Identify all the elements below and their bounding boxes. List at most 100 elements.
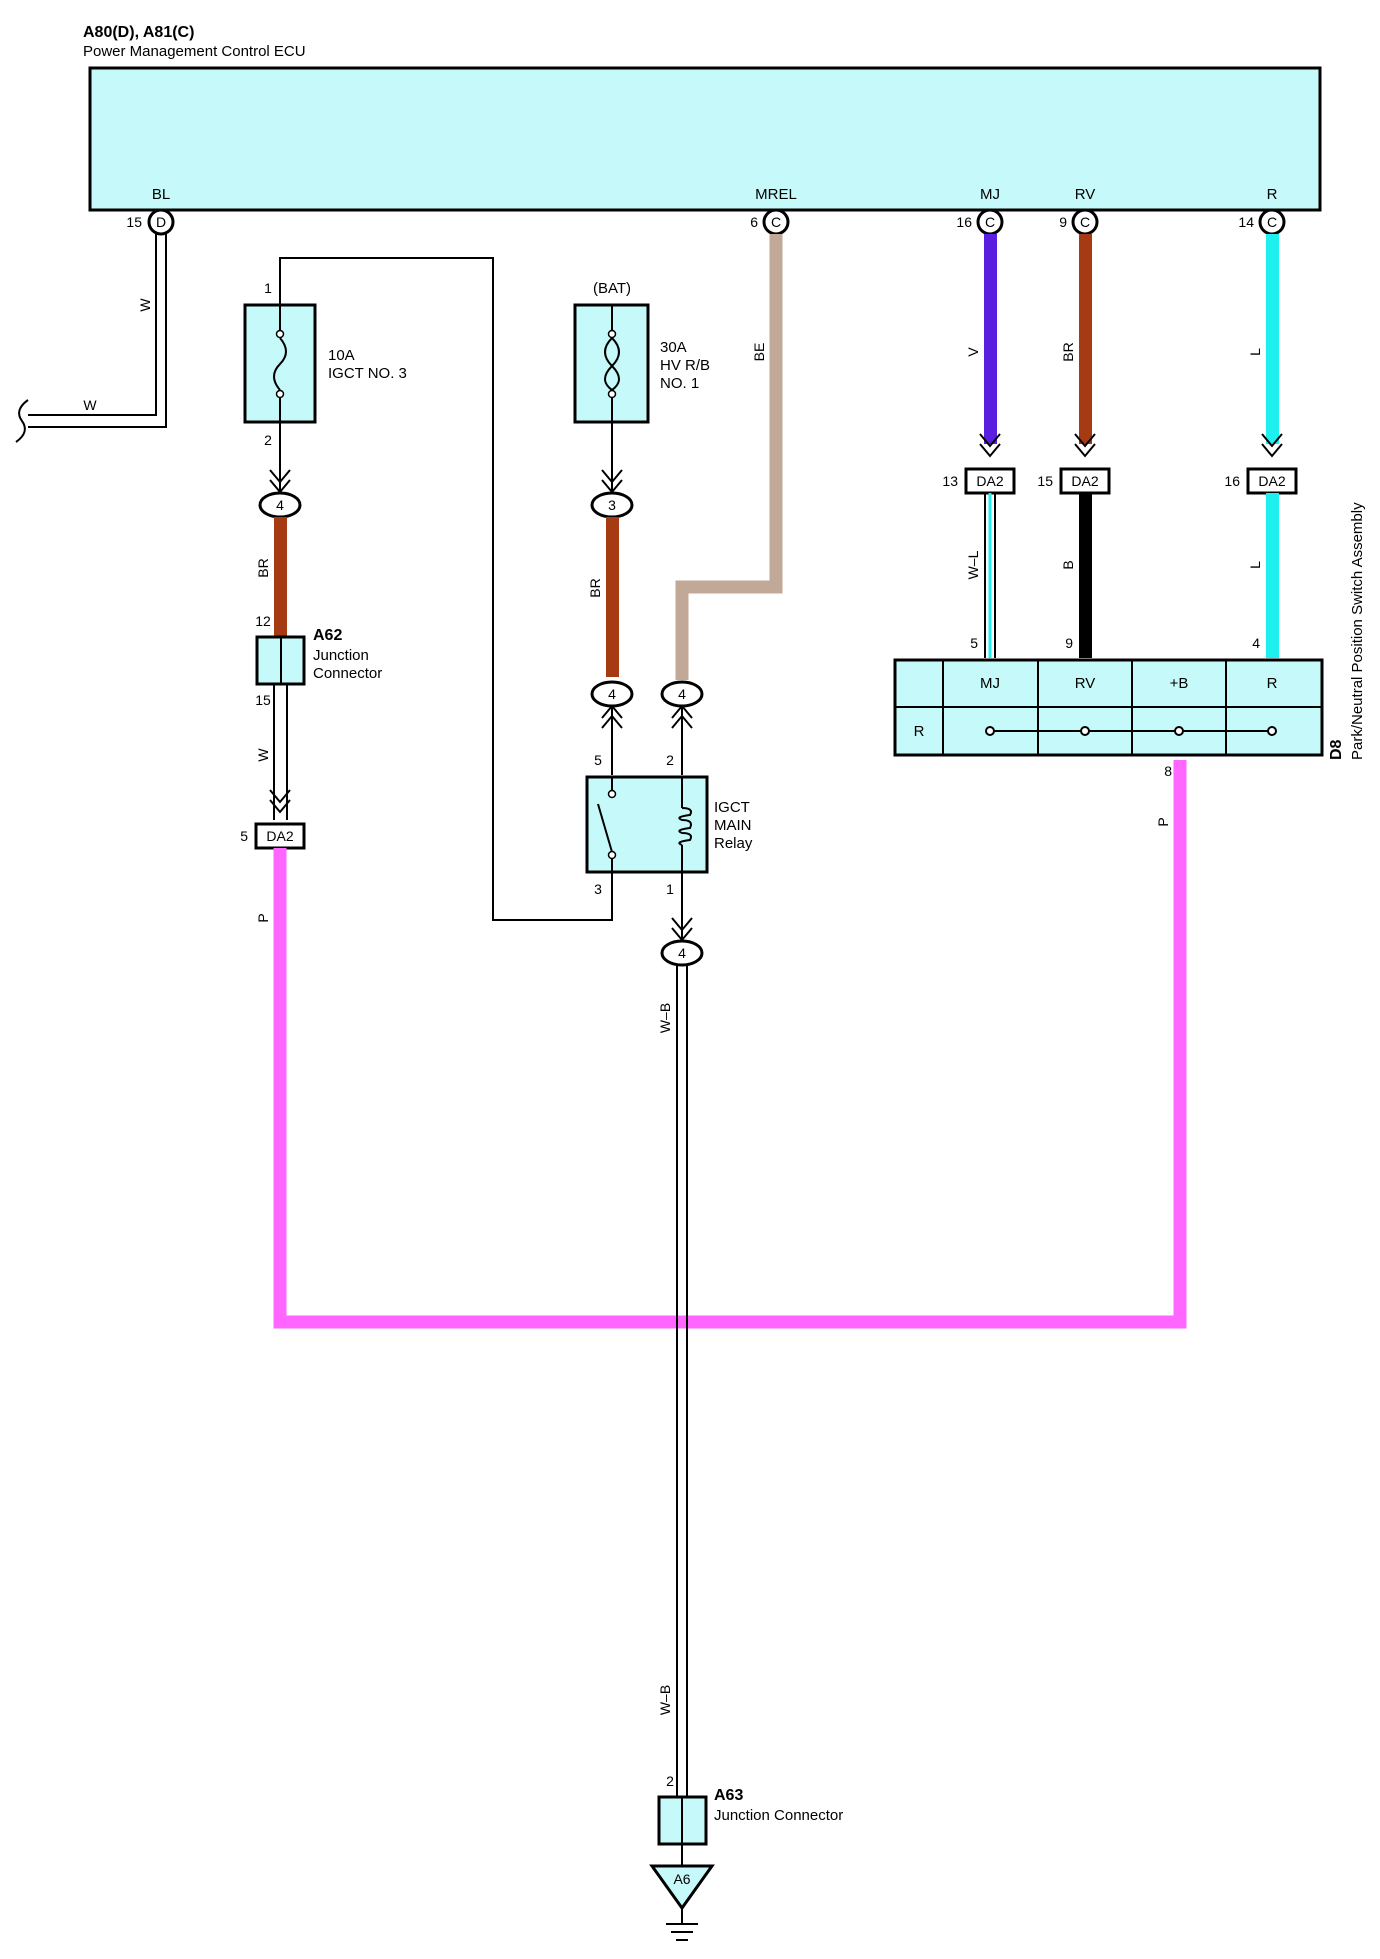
connector-da2-r: DA2 16 <box>1224 467 1298 495</box>
svg-text:4: 4 <box>276 497 284 513</box>
relay-line2: MAIN <box>714 817 752 834</box>
relay-pin-5: 5 <box>594 752 602 768</box>
ecu-pin-mrel-label: MREL <box>755 186 797 203</box>
d8-header-rv: RV <box>1075 675 1096 692</box>
wire-label-b: B <box>1060 560 1076 569</box>
relay-line3: Relay <box>714 835 753 852</box>
wire-br-rv <box>1079 234 1092 444</box>
d8-header-mj: MJ <box>980 675 1000 692</box>
connector-da2-mj: DA2 13 <box>942 467 1016 495</box>
svg-text:16: 16 <box>1224 473 1240 489</box>
svg-text:DA2: DA2 <box>1071 473 1098 489</box>
wire-w-a62-da2 <box>269 684 291 820</box>
a63-code: A63 <box>714 1787 743 1804</box>
a62-pin-in: 12 <box>255 613 271 629</box>
wire-br-fuse-a62 <box>274 517 287 637</box>
a62-code: A62 <box>313 627 342 644</box>
ecu-pin-mj-label: MJ <box>980 186 1000 203</box>
connector-3-fuse-hv: 3 <box>590 491 634 519</box>
relay-pin-1: 1 <box>666 881 674 897</box>
fuse-hv-element-icon <box>604 337 620 391</box>
ground-icon <box>649 1844 715 1941</box>
wire-label-br-2: BR <box>587 578 603 597</box>
d8-code: D8 <box>1328 739 1345 760</box>
ecu-name: Power Management Control ECU <box>83 43 306 60</box>
svg-text:DA2: DA2 <box>1258 473 1285 489</box>
wire-label-w-3: W <box>255 748 271 762</box>
wire-label-wl: W–L <box>965 550 981 579</box>
relay-pin-3: 3 <box>594 881 602 897</box>
wire-label-l-1: L <box>1247 348 1263 356</box>
wire-wl-mj <box>984 493 996 658</box>
ecu-pin-bl-label: BL <box>152 186 170 203</box>
ecu-terminal-bl: D 15 <box>126 208 175 236</box>
svg-text:C: C <box>985 214 995 230</box>
wire-bl-w <box>15 234 167 443</box>
wire-label-wb-1: W–B <box>657 1003 673 1033</box>
wire-label-be: BE <box>751 343 767 362</box>
relay-pin-2: 2 <box>666 752 674 768</box>
fuse-igct-element-icon <box>273 337 287 391</box>
fuse-igct-rating: 10A <box>328 347 355 364</box>
relay-coil-icon <box>678 777 692 872</box>
d8-header-r: R <box>1267 675 1278 692</box>
fuse-hv-name1: HV R/B <box>660 357 710 374</box>
wire-label-br-1: BR <box>255 558 271 577</box>
wire-l-r-bottom <box>1266 493 1279 658</box>
ecu-terminal-rv: C 9 <box>1059 208 1099 236</box>
svg-text:15: 15 <box>126 214 142 230</box>
wire-p-loop <box>273 760 1187 1329</box>
d8-pin-rv: 9 <box>1065 635 1073 651</box>
wire-label-p-2: P <box>1155 817 1171 826</box>
svg-text:C: C <box>1267 214 1277 230</box>
igct-main-relay <box>585 775 709 874</box>
relay-line1: IGCT <box>714 799 750 816</box>
d8-name: Park/Neutral Position Switch Assembly <box>1349 502 1366 760</box>
connector-4-ground: 4 <box>660 939 704 967</box>
svg-text:13: 13 <box>942 473 958 489</box>
wire-label-w-2: W <box>83 397 97 413</box>
svg-text:9: 9 <box>1059 214 1067 230</box>
wire-be-mrel <box>675 234 783 680</box>
svg-text:4: 4 <box>608 686 616 702</box>
svg-text:C: C <box>1080 214 1090 230</box>
d8-pin-mj: 5 <box>970 635 978 651</box>
svg-text:C: C <box>771 214 781 230</box>
a62-line1: Junction <box>313 647 369 664</box>
wire-br-fuse-hv-relay <box>606 517 619 677</box>
svg-text:4: 4 <box>678 686 686 702</box>
wire-label-w-1: W <box>137 298 153 312</box>
fuse-hv-rating: 30A <box>660 339 687 356</box>
fuse-igct-name: IGCT NO. 3 <box>328 365 407 382</box>
wire-wb-ground <box>676 965 688 1797</box>
d8-switch-table <box>893 658 1324 757</box>
relay-switch-icon <box>597 777 617 872</box>
svg-text:3: 3 <box>608 497 616 513</box>
connector-4-fuse: 4 <box>258 491 302 519</box>
svg-text:16: 16 <box>956 214 972 230</box>
a63-name: Junction Connector <box>714 1807 843 1824</box>
svg-text:D: D <box>156 214 166 230</box>
wire-label-br-3: BR <box>1060 342 1076 361</box>
a62-pin-out: 15 <box>255 692 271 708</box>
ecu-terminal-mj: C 16 <box>956 208 1004 236</box>
ground-label: A6 <box>673 1871 690 1887</box>
fuse-igct-pin-top: 1 <box>264 280 272 296</box>
ecu-pin-r-label: R <box>1267 186 1278 203</box>
d8-row-label: R <box>914 723 925 740</box>
ecu-terminal-mrel: C 6 <box>750 208 790 236</box>
wire-b-rv <box>1079 493 1092 658</box>
wire-label-l-2: L <box>1247 561 1263 569</box>
wire-label-p-1: P <box>255 913 271 922</box>
ecu-terminal-r: C 14 <box>1238 208 1286 236</box>
fuse-hv-source: (BAT) <box>593 280 631 297</box>
ecu-title: A80(D), A81(C) <box>83 24 194 41</box>
fuse-hv-name2: NO. 1 <box>660 375 699 392</box>
connector-da2-left: DA2 5 <box>240 822 306 850</box>
wire-label-wb-2: W–B <box>657 1685 673 1715</box>
wire-v-mj <box>984 234 997 444</box>
connector-da2-rv: DA2 15 <box>1037 467 1111 495</box>
svg-text:6: 6 <box>750 214 758 230</box>
connector-4-relay-left: 4 <box>590 680 634 708</box>
